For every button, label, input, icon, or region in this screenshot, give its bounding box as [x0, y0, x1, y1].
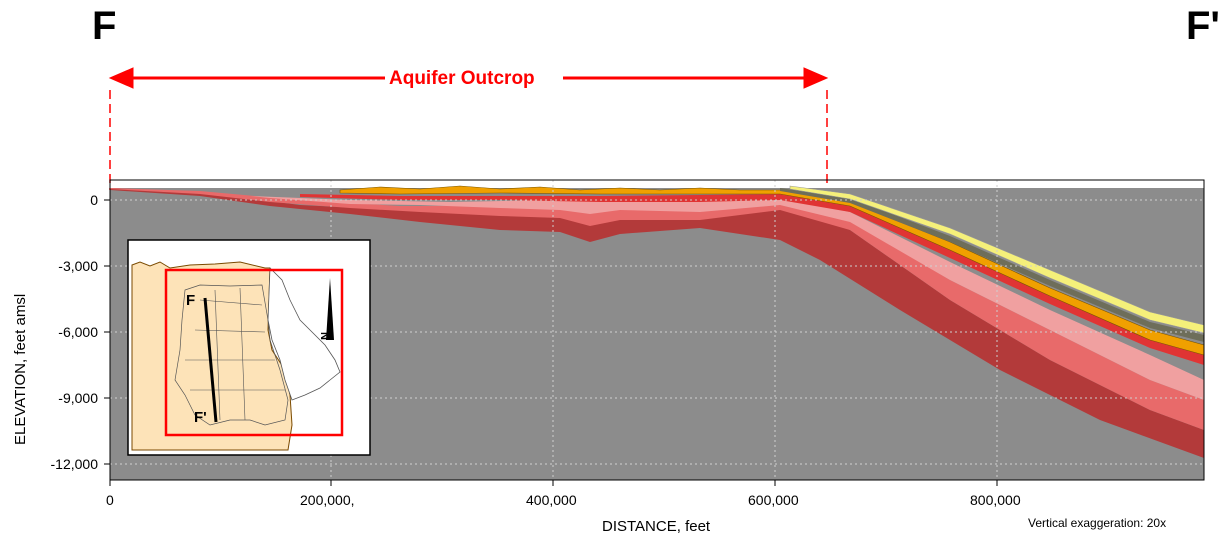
section-end-label: F': [1186, 4, 1220, 48]
inset-counties: [174, 284, 289, 426]
aquifer-outcrop-label: Aquifer Outcrop: [386, 68, 538, 90]
layer-dark-red: [110, 188, 1204, 458]
y-tick-label: -12,000: [50, 456, 98, 472]
x-tick-label: 200,000,: [300, 492, 355, 508]
y-tick-label: -3,000: [58, 258, 98, 274]
x-tick-label: 0: [106, 492, 114, 508]
axes-frame: [109, 179, 1205, 481]
x-tick-label: 400,000: [526, 492, 577, 508]
inset-state-region: [131, 261, 293, 451]
inset-label-fprime: F': [194, 409, 207, 426]
layer-dark-band: [780, 188, 1204, 342]
outcrop-arrow: [108, 67, 829, 190]
grid-lines: [110, 180, 1204, 480]
inset-map: [127, 239, 371, 456]
layer-pink: [250, 196, 1204, 400]
x-tick-label: 600,000: [748, 492, 799, 508]
layer-salmon: [110, 188, 1204, 430]
inset-label-f: F: [186, 292, 196, 309]
y-tick-label: 0: [90, 192, 98, 208]
tick-marks: [104, 199, 998, 486]
y-tick-label: -6,000: [58, 324, 98, 340]
inset-section-line: [203, 297, 218, 423]
inset-study-area-box: [164, 268, 344, 437]
y-axis-title: ELEVATION, feet amsl: [12, 293, 29, 445]
outcrop-arrow-right-head: [803, 67, 829, 89]
x-tick-label: 800,000: [970, 492, 1021, 508]
layer-orange: [339, 185, 1205, 356]
x-axis-title: DISTANCE, feet: [602, 518, 711, 535]
vertical-exaggeration-note: Vertical exaggeration: 20x: [1028, 516, 1167, 530]
inset-coastal-outline: [267, 267, 341, 401]
outcrop-arrow-left-head: [108, 67, 134, 89]
north-label: N: [317, 332, 330, 340]
north-arrow-icon: [326, 278, 334, 340]
y-tick-label: -9,000: [58, 390, 98, 406]
section-start-label: F: [92, 4, 117, 48]
